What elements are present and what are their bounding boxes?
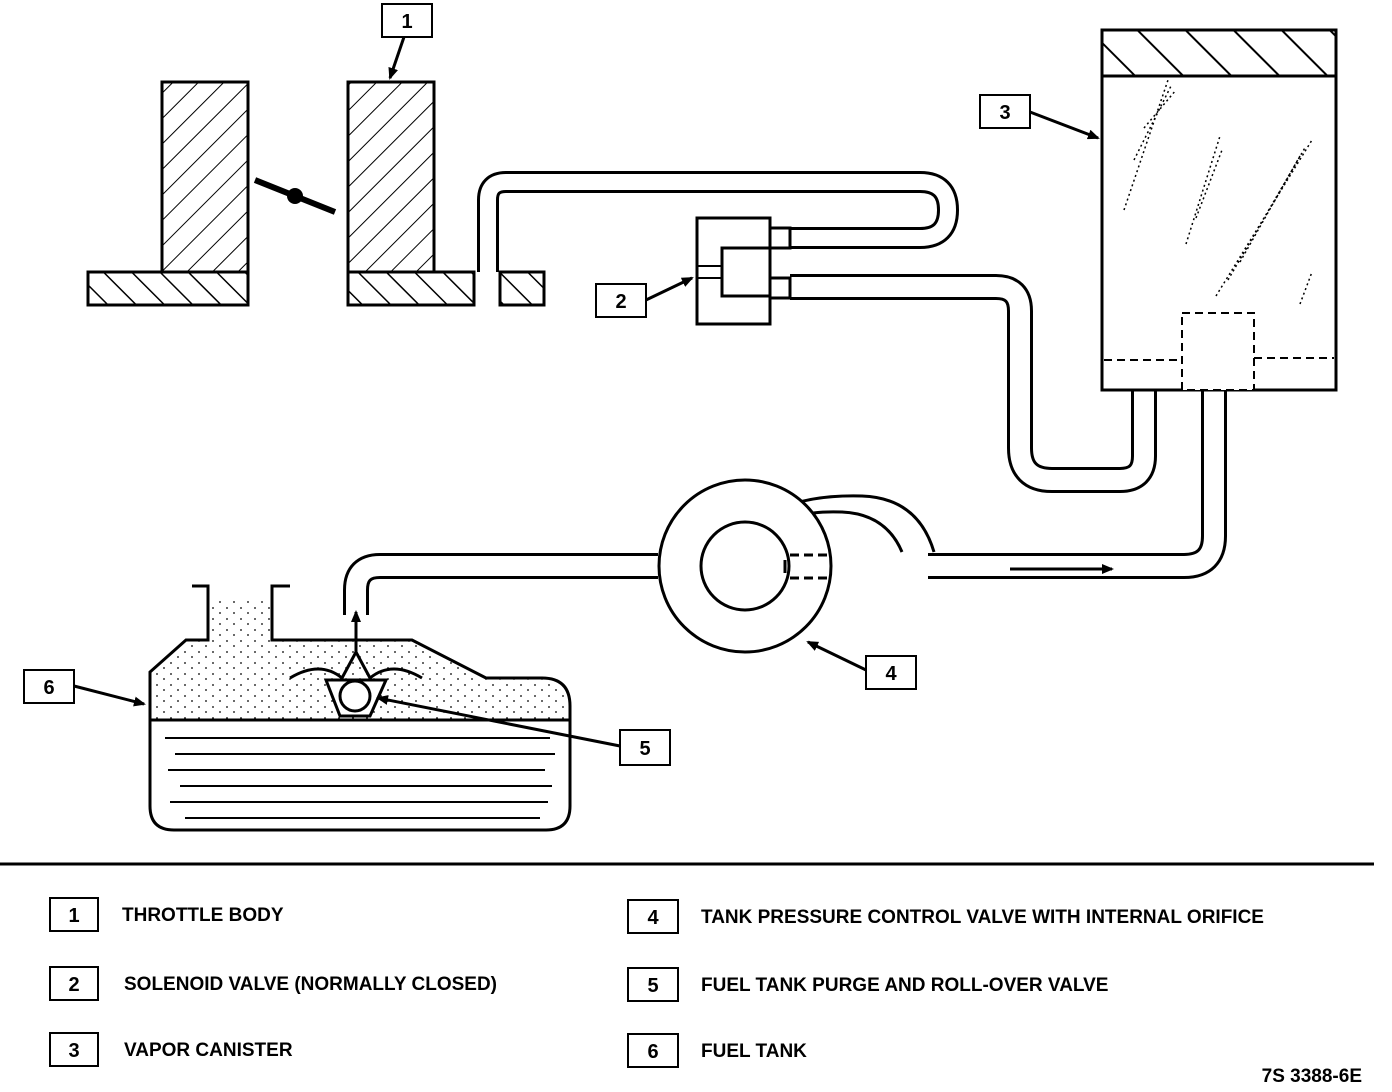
vent-hose [755, 390, 1227, 579]
solenoid-valve [695, 216, 792, 326]
svg-text:VAPOR CANISTER: VAPOR CANISTER [124, 1040, 293, 1061]
rollover-valve [289, 648, 423, 718]
canister-hose [790, 274, 1157, 493]
legend-item-1: 1 THROTTLE BODY [49, 897, 284, 932]
svg-text:6: 6 [43, 677, 54, 699]
legend-item-5: 5 FUEL TANK PURGE AND ROLL-OVER VALVE [627, 967, 1108, 1002]
throttle-body [86, 80, 546, 307]
throttle-plate-icon [253, 177, 337, 215]
vapor-canister [1100, 28, 1338, 392]
svg-text:4: 4 [885, 663, 897, 685]
callout-4: 4 [806, 640, 917, 690]
svg-text:1: 1 [401, 11, 412, 33]
svg-text:SOLENOID VALVE (NORMALLY CLOSE: SOLENOID VALVE (NORMALLY CLOSED) [124, 974, 497, 995]
charcoal-shading [1123, 79, 1313, 305]
svg-text:FUEL TANK: FUEL TANK [701, 1041, 807, 1062]
callout-2: 2 [595, 276, 694, 318]
callout-1: 1 [381, 3, 433, 80]
callout-5: 5 [376, 695, 671, 766]
svg-text:5: 5 [639, 738, 650, 760]
svg-text:6: 6 [647, 1041, 658, 1063]
legend-item-2: 2 SOLENOID VALVE (NORMALLY CLOSED) [49, 966, 497, 1001]
svg-text:2: 2 [68, 974, 79, 996]
svg-text:FUEL TANK PURGE AND ROLL-OVER: FUEL TANK PURGE AND ROLL-OVER VALVE [701, 975, 1108, 996]
tank-pressure-control-valve [657, 478, 833, 654]
fuel-level-lines [165, 737, 555, 819]
svg-text:4: 4 [647, 907, 659, 929]
fuel-tank [148, 584, 572, 832]
svg-text:1: 1 [68, 905, 79, 927]
svg-text:3: 3 [999, 102, 1010, 124]
svg-text:3: 3 [68, 1040, 79, 1062]
legend-item-4: 4 TANK PRESSURE CONTROL VALVE WITH INTER… [627, 899, 1264, 934]
figure-id: 7S 3388-6E [1262, 1066, 1362, 1087]
callout-6: 6 [23, 669, 146, 707]
callout-3: 3 [979, 94, 1100, 140]
svg-text:THROTTLE BODY: THROTTLE BODY [122, 905, 284, 926]
legend-item-6: 6 FUEL TANK [627, 1033, 807, 1068]
legend-item-3: 3 VAPOR CANISTER [49, 1032, 293, 1067]
purge-hose [477, 171, 959, 272]
svg-text:5: 5 [647, 975, 658, 997]
svg-text:TANK PRESSURE CONTROL VALVE WI: TANK PRESSURE CONTROL VALVE WITH INTERNA… [701, 907, 1264, 928]
svg-text:2: 2 [615, 291, 626, 313]
